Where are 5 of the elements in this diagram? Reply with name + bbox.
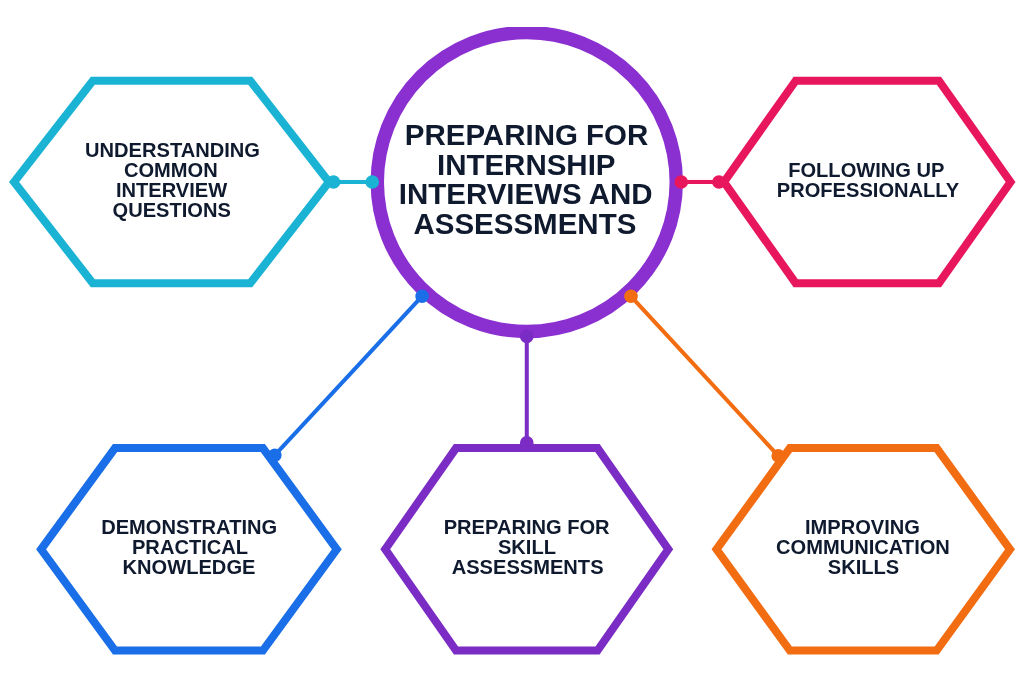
connector — [326, 175, 379, 189]
node-circle: PREPARING FOR INTERNSHIP INTERVIEWS AND ASSESSMENTS — [370, 27, 683, 339]
connector — [267, 289, 429, 463]
connector — [673, 175, 726, 189]
connector — [623, 289, 785, 463]
